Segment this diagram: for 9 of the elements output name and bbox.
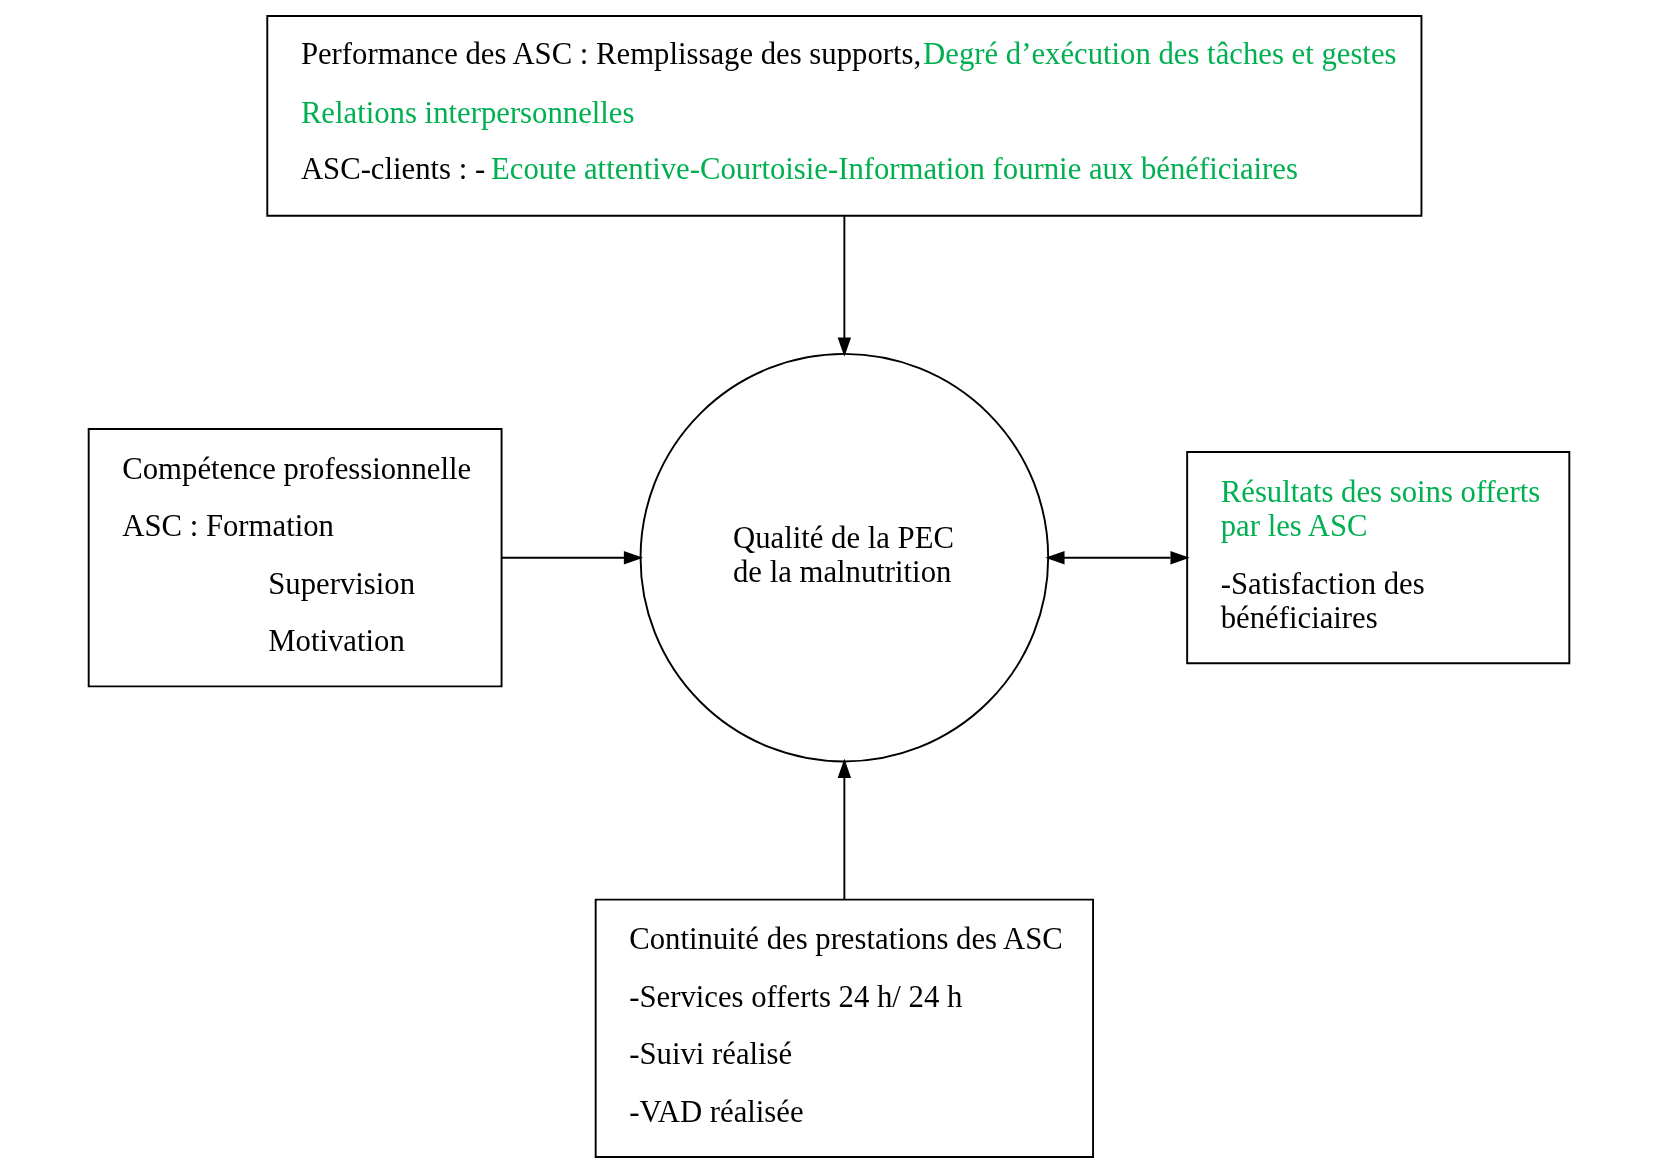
node-box: Compétence professionnelle ASC : Formation Supervision Motivation [87, 428, 503, 688]
arrow [837, 758, 851, 901]
arrow [500, 550, 643, 565]
node-circle: Qualité de la PEC de la malnutrition [639, 352, 1049, 763]
arrow [837, 215, 851, 357]
node-box: Résultats des soins offerts par les ASC -Satisfaction des bénéficiaires [1185, 451, 1570, 665]
arrow [1044, 550, 1190, 565]
node-box: Performance des ASC : Remplissage des supports,Degré d’exécution des tâches et gestes Relations interpersonnelles ASC-clients : - Ecoute attentive-Courtoisie-Information fournie aux bénéficiaires [265, 15, 1422, 217]
node-box: Continuité des prestations des ASC -Services offerts 24 h/ 24 h -Suivi réalisé -VAD réalisée [594, 898, 1094, 1158]
